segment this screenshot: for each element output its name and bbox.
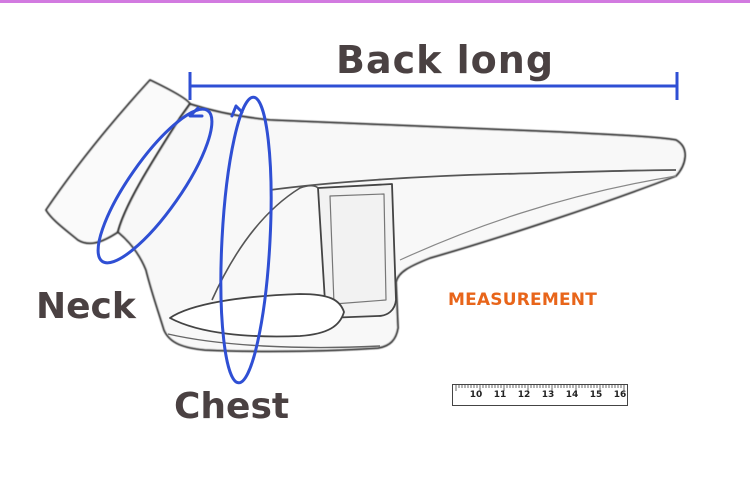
coat-body-sketch [117, 103, 686, 353]
ruler-number: 15 [589, 390, 603, 400]
chest-label: Chest [174, 386, 290, 427]
top-accent-bar [0, 0, 750, 3]
ruler-number: 12 [517, 390, 531, 400]
ruler-number: 16 [613, 390, 627, 400]
ruler-number: 11 [493, 390, 507, 400]
chest-measurement-loop [219, 95, 273, 385]
ruler-number: 10 [469, 390, 483, 400]
ruler-number: 13 [541, 390, 555, 400]
back-long-label: Back long [336, 38, 555, 82]
ruler-numbers: 10 11 12 13 14 15 16 [452, 390, 628, 404]
measuring-ruler: 10 11 12 13 14 15 16 [452, 384, 628, 406]
back-length-guide [188, 72, 679, 100]
ruler-number: 14 [565, 390, 579, 400]
neck-label: Neck [36, 286, 136, 327]
ruler-ticks [452, 384, 628, 406]
measurement-label: MEASUREMENT [448, 290, 597, 310]
neck-measurement-loop [96, 106, 214, 265]
